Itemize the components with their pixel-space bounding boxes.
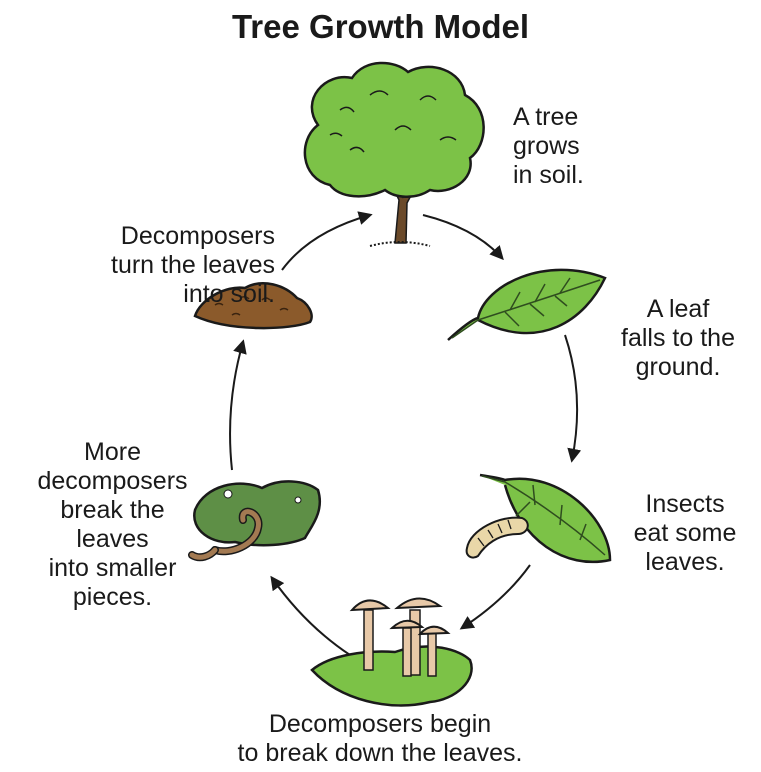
diagram-title: Tree Growth Model <box>231 8 530 45</box>
arrow-mushrooms-to-worm <box>270 575 351 656</box>
arrow-worm-to-soil <box>229 339 247 471</box>
arrow-tree-to-leaf <box>422 214 504 261</box>
caption-tree: A tree grows in soil. <box>513 103 584 189</box>
arrow-leaf-to-insects <box>564 334 582 463</box>
caption-soil: Decomposers turn the leaves into soil. <box>111 222 275 308</box>
worm-icon <box>188 480 321 562</box>
leaf-icon <box>447 268 607 341</box>
arrow-soil-to-tree <box>281 211 373 271</box>
arrow-insects-to-mushrooms <box>459 564 531 630</box>
caption-mushrooms: Decomposers begin to break down the leav… <box>237 710 523 767</box>
tree-icon <box>303 61 485 247</box>
caption-insects: Insects eat some leaves. <box>633 490 737 576</box>
mushroom-icon <box>310 597 473 707</box>
caption-worm: More decomposers break the leaves into s… <box>37 438 188 611</box>
cycle-arrows <box>229 211 582 656</box>
insect-leaf-icon <box>479 473 612 564</box>
caterpillar-icon <box>465 516 529 559</box>
soil-icon <box>193 282 313 330</box>
caption-leaf-falls: A leaf falls to the ground. <box>621 295 735 381</box>
